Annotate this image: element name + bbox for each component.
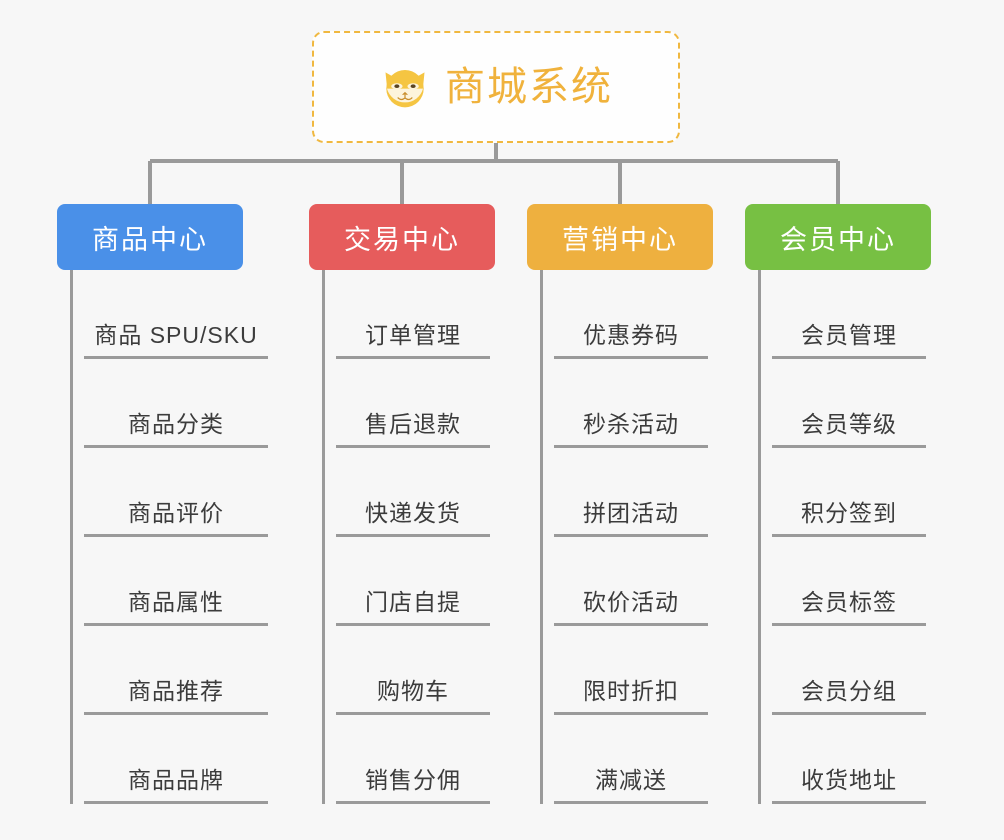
branch-column-product-center: 商品中心 商品 SPU/SKU 商品分类 商品评价 商品属性 商品推荐 商品品牌 [57, 204, 289, 804]
branch-header-member-center[interactable]: 会员中心 [745, 204, 931, 270]
branch-column-member-center: 会员中心 会员管理 会员等级 积分签到 会员标签 会员分组 收货地址 [745, 204, 931, 804]
leaf-label: 商品推荐 [84, 680, 268, 715]
leaf-label: 商品评价 [84, 502, 268, 537]
leaf-item[interactable]: 商品 SPU/SKU [71, 270, 289, 359]
leaf-item[interactable]: 砍价活动 [541, 537, 713, 626]
leaf-item[interactable]: 快递发货 [323, 448, 495, 537]
root-title: 商城系统 [445, 65, 613, 109]
leaf-label: 销售分佣 [336, 769, 490, 804]
leaf-label: 会员等级 [772, 413, 926, 448]
leaf-label: 优惠券码 [554, 324, 708, 359]
leaf-item[interactable]: 销售分佣 [323, 715, 495, 804]
leaf-item[interactable]: 商品品牌 [71, 715, 289, 804]
branch-body: 会员管理 会员等级 积分签到 会员标签 会员分组 收货地址 [745, 270, 931, 804]
leaf-item[interactable]: 优惠券码 [541, 270, 713, 359]
leaf-label: 收货地址 [772, 769, 926, 804]
shiba-inu-dog-face-icon [385, 69, 425, 108]
leaf-label: 门店自提 [336, 591, 490, 626]
leaf-label: 限时折扣 [554, 680, 708, 715]
leaf-label: 商品属性 [84, 591, 268, 626]
branch-header-label: 商品中心 [92, 224, 208, 255]
leaf-label: 售后退款 [336, 413, 490, 448]
leaf-item[interactable]: 商品分类 [71, 359, 289, 448]
leaf-item[interactable]: 商品评价 [71, 448, 289, 537]
leaf-label: 会员管理 [772, 324, 926, 359]
leaf-label: 会员标签 [772, 591, 926, 626]
leaf-label: 砍价活动 [554, 591, 708, 626]
leaf-label: 积分签到 [772, 502, 926, 537]
leaf-item[interactable]: 满减送 [541, 715, 713, 804]
leaf-item[interactable]: 秒杀活动 [541, 359, 713, 448]
branch-header-label: 交易中心 [344, 224, 460, 255]
branch-body: 订单管理 售后退款 快递发货 门店自提 购物车 销售分佣 [309, 270, 495, 804]
branch-header-marketing-center[interactable]: 营销中心 [527, 204, 713, 270]
leaf-label: 快递发货 [336, 502, 490, 537]
leaf-item[interactable]: 会员分组 [759, 626, 931, 715]
branch-body: 商品 SPU/SKU 商品分类 商品评价 商品属性 商品推荐 商品品牌 [57, 270, 289, 804]
leaf-item[interactable]: 售后退款 [323, 359, 495, 448]
leaf-item[interactable]: 积分签到 [759, 448, 931, 537]
branch-header-label: 会员中心 [780, 224, 896, 255]
leaf-label: 秒杀活动 [554, 413, 708, 448]
leaf-item[interactable]: 限时折扣 [541, 626, 713, 715]
leaf-label: 会员分组 [772, 680, 926, 715]
leaf-label: 商品 SPU/SKU [84, 324, 268, 359]
leaf-item[interactable]: 收货地址 [759, 715, 931, 804]
leaf-item[interactable]: 门店自提 [323, 537, 495, 626]
leaf-item[interactable]: 拼团活动 [541, 448, 713, 537]
leaf-item[interactable]: 购物车 [323, 626, 495, 715]
leaf-label: 商品分类 [84, 413, 268, 448]
branch-header-trade-center[interactable]: 交易中心 [309, 204, 495, 270]
leaf-label: 购物车 [336, 680, 490, 715]
leaf-item[interactable]: 商品属性 [71, 537, 289, 626]
leaf-item[interactable]: 会员等级 [759, 359, 931, 448]
leaf-item[interactable]: 会员管理 [759, 270, 931, 359]
root-node[interactable]: 商城系统 [312, 31, 680, 143]
leaf-label: 拼团活动 [554, 502, 708, 537]
leaf-label: 商品品牌 [84, 769, 268, 804]
branch-column-trade-center: 交易中心 订单管理 售后退款 快递发货 门店自提 购物车 销售分佣 [309, 204, 495, 804]
branch-header-product-center[interactable]: 商品中心 [57, 204, 243, 270]
leaf-item[interactable]: 会员标签 [759, 537, 931, 626]
leaf-item[interactable]: 商品推荐 [71, 626, 289, 715]
leaf-item[interactable]: 订单管理 [323, 270, 495, 359]
branch-header-label: 营销中心 [562, 224, 678, 255]
leaf-label: 满减送 [554, 769, 708, 804]
branch-body: 优惠券码 秒杀活动 拼团活动 砍价活动 限时折扣 满减送 [527, 270, 713, 804]
branch-column-marketing-center: 营销中心 优惠券码 秒杀活动 拼团活动 砍价活动 限时折扣 满减送 [527, 204, 713, 804]
leaf-label: 订单管理 [336, 324, 490, 359]
